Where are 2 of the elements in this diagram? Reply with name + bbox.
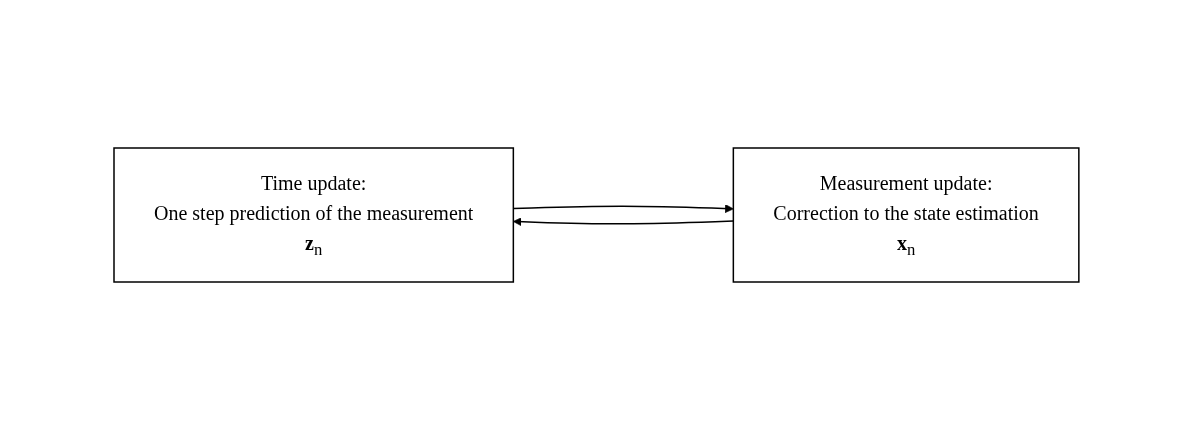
node-box: Time update: One step prediction of the measurement z$_{n}$ [112,146,514,283]
node-box: Measurement update: Correction to the state estimation x$_{n}$ [732,146,1080,283]
